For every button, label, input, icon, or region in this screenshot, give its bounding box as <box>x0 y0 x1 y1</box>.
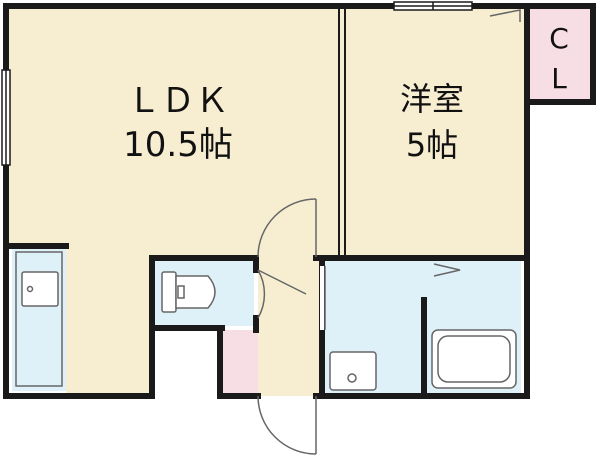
closet-label-line1: C <box>549 22 569 55</box>
toilet-bowl <box>175 275 216 309</box>
shoe-box-floor <box>222 330 258 396</box>
wash-basin <box>329 351 377 391</box>
closet-door-mark <box>489 9 521 22</box>
hallway-floor <box>258 257 320 396</box>
closet-label-line2: L <box>551 62 567 95</box>
doors <box>257 9 521 455</box>
walls <box>3 3 596 399</box>
basin-drain <box>347 373 357 383</box>
western-room-name: 洋室 <box>400 80 464 118</box>
bath-door-mark <box>433 263 461 277</box>
western-room-floor <box>342 8 525 257</box>
western-room-size: 5帖 <box>406 126 458 164</box>
paper-holder <box>177 285 185 299</box>
ldk-floor <box>8 8 342 393</box>
windows <box>1 1 473 166</box>
sink-drain <box>26 285 34 293</box>
labels: ＬＤＫ 10.5帖 洋室 5帖 C L <box>123 22 569 165</box>
closet-floor <box>525 8 591 100</box>
ldk-size: 10.5帖 <box>123 125 233 165</box>
kitchen-sink <box>21 271 59 307</box>
ldk-name: ＬＤＫ <box>127 81 229 121</box>
toilet-door-swing <box>257 269 266 319</box>
hall-door-swing <box>257 198 317 258</box>
floor-fills <box>8 8 591 396</box>
fixtures <box>15 251 517 391</box>
toilet-tank <box>161 271 177 313</box>
entrance-door-swing <box>257 395 317 455</box>
kitchen-floor <box>12 249 66 391</box>
kitchen-counter <box>15 251 63 387</box>
partition <box>338 8 346 257</box>
bathtub-inner <box>437 335 511 383</box>
